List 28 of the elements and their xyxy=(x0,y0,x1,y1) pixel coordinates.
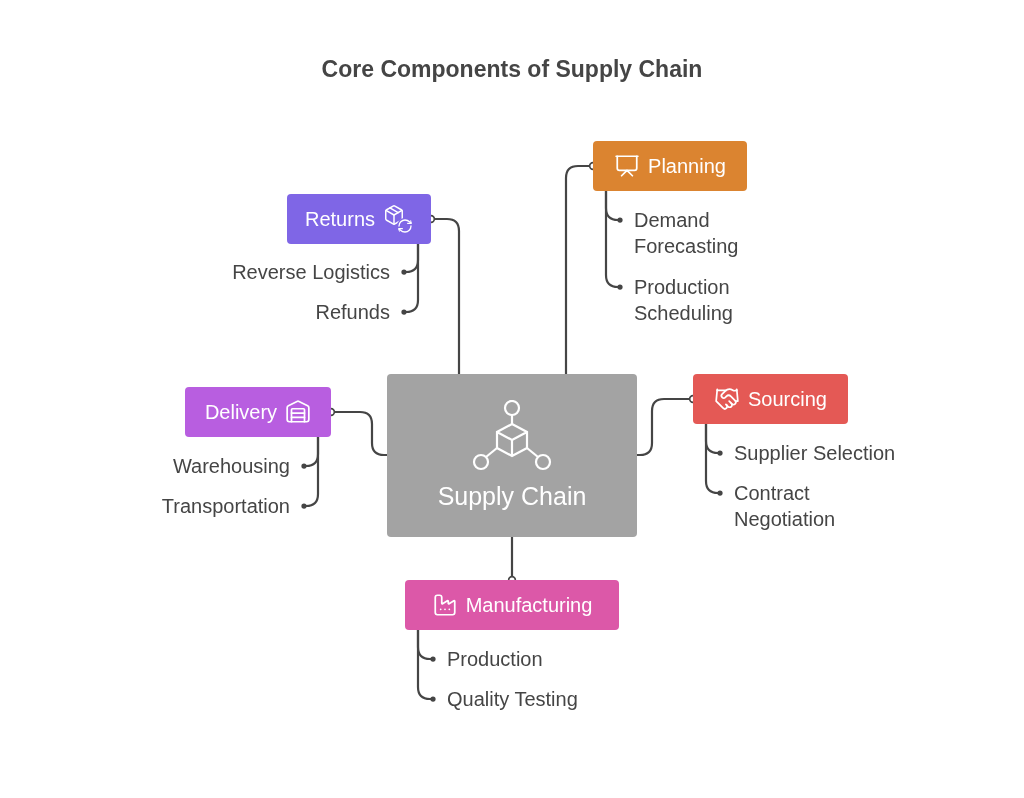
category-label: Manufacturing xyxy=(465,593,593,617)
item-label: Demand Forecasting xyxy=(620,207,770,259)
item-label: Transportation xyxy=(120,493,304,519)
category-label: Returns xyxy=(305,207,375,231)
connector-line xyxy=(704,424,723,496)
connector-line xyxy=(416,630,436,702)
category-box xyxy=(287,194,431,244)
hub-box xyxy=(387,374,637,537)
item-label: Reverse Logistics xyxy=(196,259,404,285)
diagram-title: Core Components of Supply Chain xyxy=(320,56,704,83)
hub-label: Supply Chain xyxy=(437,482,587,511)
category-box xyxy=(405,580,619,630)
category-box xyxy=(185,387,331,437)
category-label: Planning xyxy=(648,154,726,178)
item-label: Quality Testing xyxy=(433,686,623,712)
category-box xyxy=(593,141,747,191)
connector-line xyxy=(401,244,420,315)
item-label: Production Scheduling xyxy=(620,274,770,326)
item-label: Refunds xyxy=(196,299,404,325)
connector-line xyxy=(301,437,320,509)
item-label: Supplier Selection xyxy=(720,440,935,466)
category-label: Delivery xyxy=(204,400,278,424)
item-label: Production xyxy=(433,646,613,672)
category-box xyxy=(693,374,848,424)
item-label: Warehousing xyxy=(120,453,304,479)
item-label: Contract Negotiation xyxy=(720,480,870,532)
connector-line xyxy=(604,191,623,290)
category-label: Sourcing xyxy=(748,387,827,411)
